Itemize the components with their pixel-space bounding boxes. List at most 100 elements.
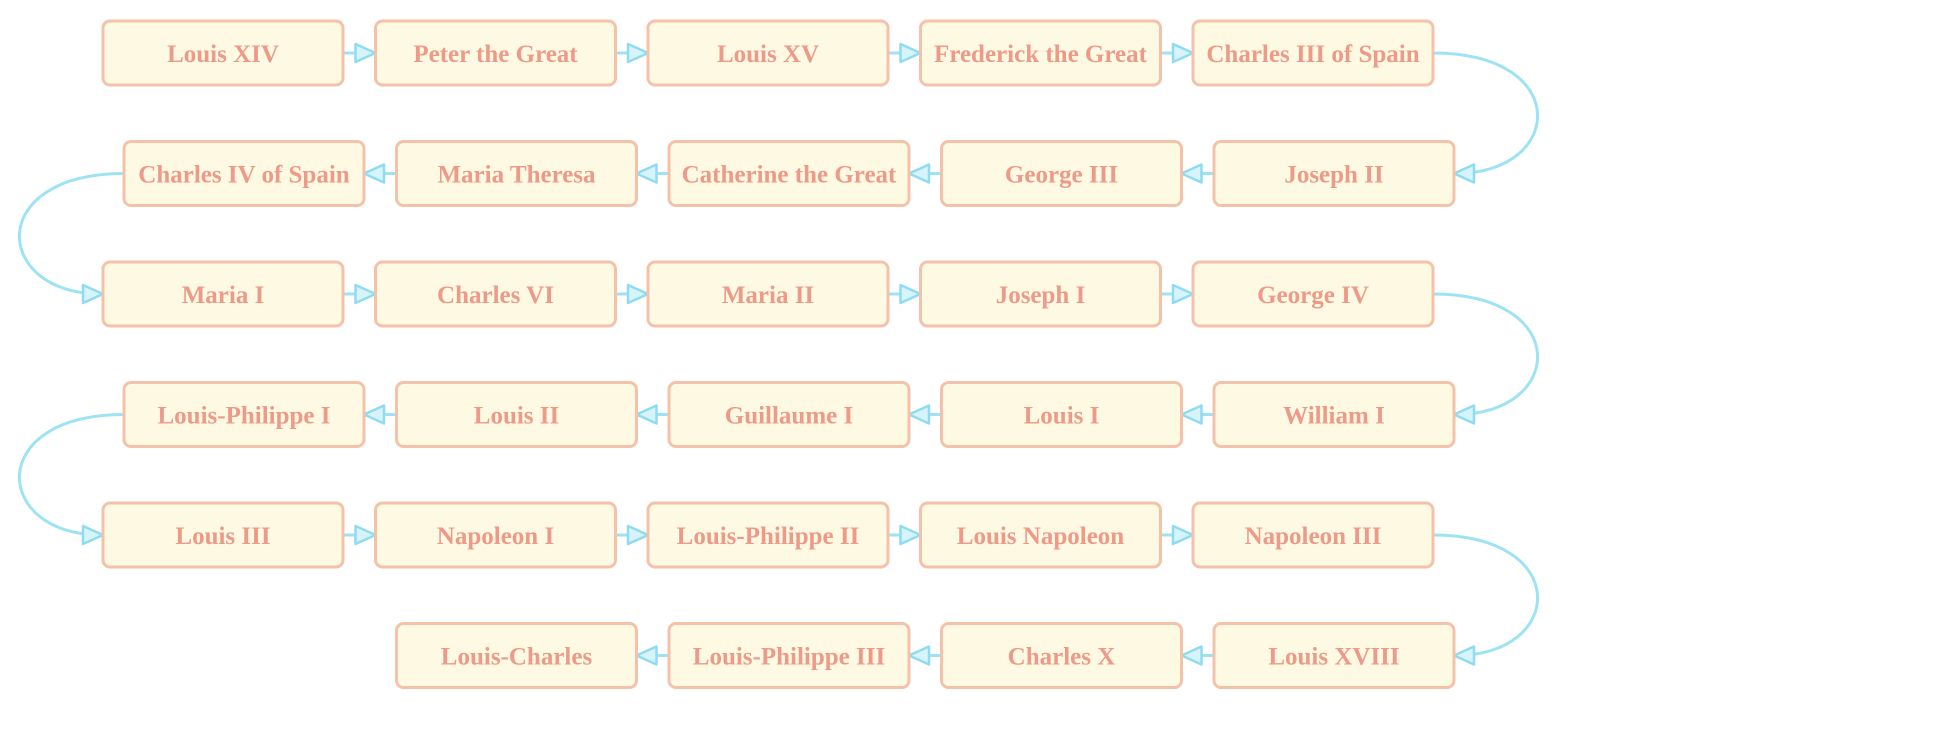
arrowhead xyxy=(1452,163,1476,184)
node-label: Louis XIV xyxy=(167,41,279,68)
node-louis-iii: Louis III xyxy=(101,501,345,569)
node-box xyxy=(122,381,366,448)
edge-turn-right xyxy=(1432,533,1539,657)
node-label: Charles X xyxy=(1008,644,1116,671)
node-box xyxy=(1191,260,1435,328)
node-label: Napoleon I xyxy=(437,523,554,550)
node-box xyxy=(646,501,890,569)
node-box xyxy=(646,260,890,328)
arrowhead xyxy=(81,283,105,305)
edge-turn-left xyxy=(18,172,125,296)
node-label: Charles III of Spain xyxy=(1206,41,1419,68)
node-box xyxy=(101,19,345,87)
node-label: Louis I xyxy=(1024,403,1100,430)
node-louis-xviii: Louis XVIII xyxy=(1212,622,1456,689)
node-box xyxy=(395,622,638,689)
arrowhead xyxy=(1180,645,1203,666)
arrowhead xyxy=(907,404,931,425)
node-box xyxy=(919,501,1162,569)
node-louis-ii: Louis II xyxy=(395,381,638,448)
node-louis-philippe-iii: Louis-Philippe III xyxy=(667,622,911,689)
arrowhead xyxy=(81,524,105,546)
arrowhead xyxy=(1171,283,1195,305)
node-louis-xv: Louis XV xyxy=(646,19,890,87)
arrowhead xyxy=(635,645,658,666)
arrowhead xyxy=(1171,524,1195,546)
arrowhead xyxy=(1171,42,1195,64)
node-box xyxy=(1191,19,1435,87)
node-label: Charles VI xyxy=(437,282,554,309)
node-label: Maria II xyxy=(722,282,814,309)
node-napoleon-i: Napoleon I xyxy=(374,501,617,569)
node-louis-xiv: Louis XIV xyxy=(101,19,345,87)
node-peter-the-great: Peter the Great xyxy=(374,19,617,87)
node-box xyxy=(919,19,1162,87)
arrowhead xyxy=(626,42,650,64)
edges-layer xyxy=(18,42,1539,666)
arrowhead xyxy=(899,283,922,305)
node-maria-ii: Maria II xyxy=(646,260,890,328)
node-label: George IV xyxy=(1257,282,1369,309)
node-label: William I xyxy=(1283,403,1385,430)
arrowhead xyxy=(899,42,922,64)
node-maria-i: Maria I xyxy=(101,260,345,328)
node-box xyxy=(374,501,617,569)
node-charles-iv-of-spain: Charles IV of Spain xyxy=(122,140,366,207)
node-box xyxy=(374,260,617,328)
arrowhead xyxy=(362,404,386,425)
node-label: Louis-Philippe II xyxy=(677,523,860,550)
node-label: Guillaume I xyxy=(725,403,854,430)
node-label: Louis XV xyxy=(717,41,819,68)
node-frederick-the-great: Frederick the Great xyxy=(919,19,1162,87)
arrowhead xyxy=(907,163,931,184)
node-catherine-the-great: Catherine the Great xyxy=(667,140,911,207)
node-napoleon-iii: Napoleon III xyxy=(1191,501,1435,569)
node-label: Louis Napoleon xyxy=(957,523,1125,550)
node-label: Louis II xyxy=(474,403,559,430)
node-box xyxy=(667,140,911,207)
arrowhead xyxy=(1452,645,1476,666)
node-box xyxy=(395,381,638,448)
node-box xyxy=(101,501,345,569)
node-george-iv: George IV xyxy=(1191,260,1435,328)
node-louis-charles: Louis-Charles xyxy=(395,622,638,689)
node-label: Louis III xyxy=(175,523,270,550)
arrowhead xyxy=(1180,163,1203,184)
node-box xyxy=(940,140,1183,207)
node-box xyxy=(1212,140,1456,207)
arrowhead xyxy=(362,163,386,184)
arrowhead xyxy=(626,283,650,305)
node-box xyxy=(940,622,1183,689)
node-box xyxy=(1212,622,1456,689)
arrowhead xyxy=(899,524,922,546)
arrowhead xyxy=(1180,404,1203,425)
edge-turn-left xyxy=(18,413,125,537)
node-guillaume-i: Guillaume I xyxy=(667,381,911,448)
arrowhead xyxy=(354,283,377,305)
node-william-i: William I xyxy=(1212,381,1456,448)
node-charles-vi: Charles VI xyxy=(374,260,617,328)
node-label: Louis-Charles xyxy=(441,644,593,671)
node-label: Louis XVIII xyxy=(1268,644,1399,671)
arrowhead xyxy=(635,163,658,184)
node-box xyxy=(122,140,366,207)
node-label: Frederick the Great xyxy=(934,41,1148,68)
node-maria-theresa: Maria Theresa xyxy=(395,140,638,207)
node-box xyxy=(395,140,638,207)
edge-turn-right xyxy=(1432,51,1539,175)
node-box xyxy=(667,622,911,689)
node-george-iii: George III xyxy=(940,140,1183,207)
arrowhead xyxy=(635,404,658,425)
node-box xyxy=(940,381,1183,448)
edge-turn-right xyxy=(1432,292,1539,416)
arrowhead xyxy=(354,42,377,64)
node-joseph-ii: Joseph II xyxy=(1212,140,1456,207)
node-label: Charles IV of Spain xyxy=(138,162,349,189)
node-joseph-i: Joseph I xyxy=(919,260,1162,328)
node-louis-philippe-ii: Louis-Philippe II xyxy=(646,501,890,569)
node-box xyxy=(646,19,890,87)
node-label: Louis-Philippe III xyxy=(693,644,885,671)
arrowhead xyxy=(1452,404,1476,425)
node-label: Peter the Great xyxy=(413,41,578,68)
node-box xyxy=(667,381,911,448)
